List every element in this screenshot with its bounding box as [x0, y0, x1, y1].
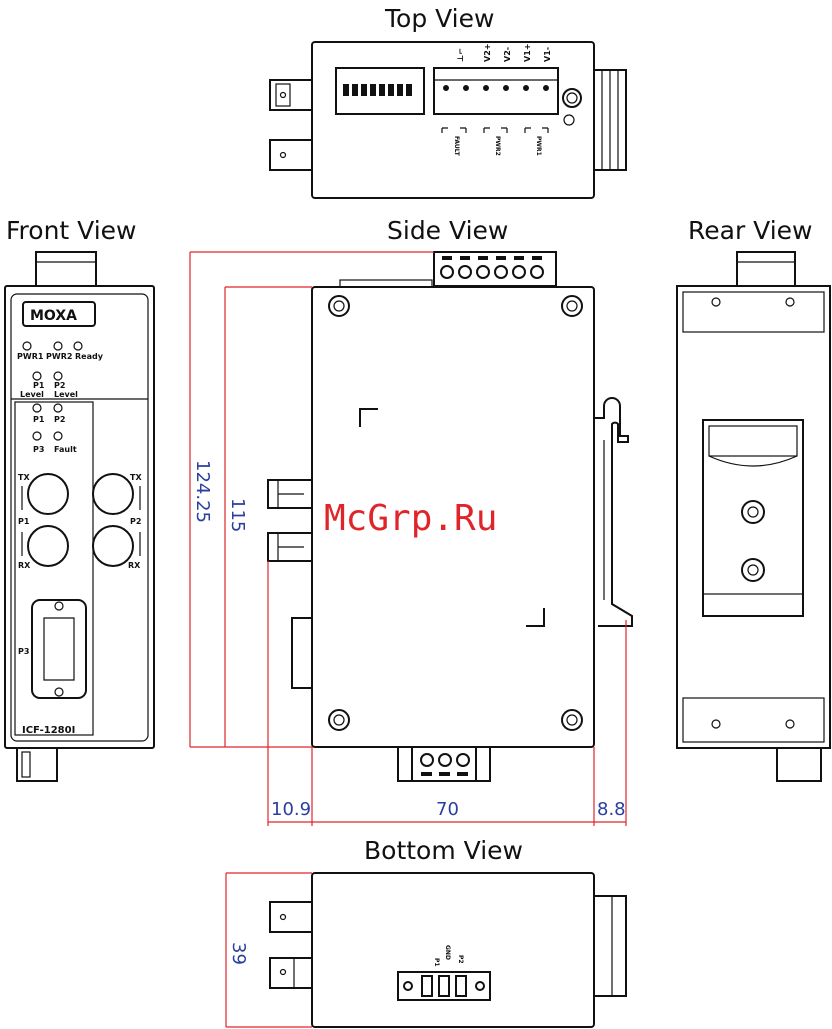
rear-bottom-connector [777, 748, 821, 781]
dim-left-offset: 10.9 [271, 799, 311, 820]
rear-screw-1 [742, 501, 764, 523]
side-terminal-screws [441, 256, 543, 278]
rear-top-clip [737, 252, 795, 286]
front-top-clip [36, 252, 96, 286]
bottom-fiber-connector-2 [270, 958, 312, 988]
led-p1 [33, 404, 41, 412]
port-p1-tx [28, 474, 68, 514]
front-view-title: Front View [6, 216, 137, 245]
side-din-rail-clip [594, 398, 632, 626]
rear-view: Rear View [677, 216, 830, 781]
led-p2-level [54, 372, 62, 380]
label-p2-level-1: P2 [54, 381, 65, 390]
label-led-fault: Fault [54, 445, 77, 454]
top-view: Top View V1- V1+ V2- V2+ [270, 4, 626, 198]
label-port-p1: P1 [18, 517, 30, 526]
label-port-p3: P3 [18, 647, 29, 656]
top-view-body [312, 42, 594, 198]
dip-switch-keys [343, 84, 412, 96]
label-pwr2: PWR2 [46, 352, 72, 361]
ground-screw [563, 89, 581, 107]
label-tx-right: TX [130, 473, 142, 482]
label-pwr1: PWR1 [17, 352, 44, 361]
pin-v1-plus: V1+ [523, 44, 532, 62]
pin-v2-plus: V2+ [483, 44, 492, 62]
watermark: McGrp.Ru [324, 498, 497, 539]
dim-right-offset: 8.8 [597, 799, 626, 820]
led-ready [74, 342, 82, 350]
label-ready: Ready [75, 352, 104, 361]
bottom-view: Bottom View P1 GND P2 39 [226, 836, 626, 1027]
db9-port-p3 [32, 600, 86, 698]
pin-fault-relay: ⊥⌐ [456, 48, 465, 62]
group-pwr2: PWR2 [494, 136, 501, 156]
rear-view-title: Rear View [688, 216, 813, 245]
bottom-pin-gnd: GND [444, 945, 451, 960]
group-fault: FAULT [453, 136, 460, 157]
top-terminal-screws [443, 85, 549, 91]
port-p2-rx [93, 526, 133, 566]
pin-v1-minus: V1- [543, 47, 552, 62]
dim-total-height: 124.25 [192, 460, 213, 523]
label-led-p2: P2 [54, 415, 65, 424]
led-pwr1 [23, 342, 31, 350]
dim-body-height: 115 [227, 498, 248, 532]
bottom-body [312, 873, 594, 1027]
moxa-logo: MOXA [30, 308, 77, 324]
led-p2 [54, 404, 62, 412]
led-p1-level [33, 372, 41, 380]
bottom-view-title: Bottom View [364, 836, 523, 865]
led-fault [54, 432, 62, 440]
model-label: ICF-1280I [22, 725, 75, 736]
front-bottom-connector [17, 748, 57, 781]
label-led-p3: P3 [33, 445, 44, 454]
side-view: Side View [190, 216, 632, 826]
label-led-p1: P1 [33, 415, 45, 424]
rear-screw-2 [742, 559, 764, 581]
label-p1-level-1: P1 [33, 381, 45, 390]
bottom-din-clip [594, 896, 626, 996]
bottom-pin-p2: P2 [457, 955, 464, 964]
group-pwr1: PWR1 [535, 136, 542, 156]
top-fiber-connector-2 [270, 140, 312, 170]
label-p1-level-2: Level [20, 390, 44, 399]
port-p1-rx [28, 526, 68, 566]
dim-body-width: 70 [436, 799, 459, 820]
label-port-p2: P2 [130, 517, 141, 526]
bottom-fiber-connector-1 [270, 902, 312, 932]
side-dip-switch [340, 280, 432, 287]
top-terminal-block [434, 68, 558, 114]
corner-mark-top [360, 409, 378, 427]
label-rx-right: RX [128, 561, 141, 570]
label-rx-left: RX [18, 561, 31, 570]
side-db9 [292, 618, 312, 688]
led-pwr2 [54, 342, 62, 350]
corner-mark-bottom [526, 608, 544, 626]
front-view: Front View MOXA PWR1 PWR2 Ready P1 Level… [5, 216, 154, 781]
dimension-lines [190, 252, 626, 826]
label-tx-left: TX [18, 473, 30, 482]
ground-icon [564, 115, 574, 125]
rear-din-plate [703, 420, 803, 616]
pin-v2-minus: V2- [503, 47, 512, 62]
bottom-pin-p1: P1 [433, 958, 440, 967]
side-view-title: Side View [387, 216, 508, 245]
dim-depth: 39 [228, 942, 249, 965]
led-p3 [33, 432, 41, 440]
label-p2-level-2: Level [54, 390, 78, 399]
top-view-title: Top View [384, 4, 494, 33]
port-p2-tx [93, 474, 133, 514]
